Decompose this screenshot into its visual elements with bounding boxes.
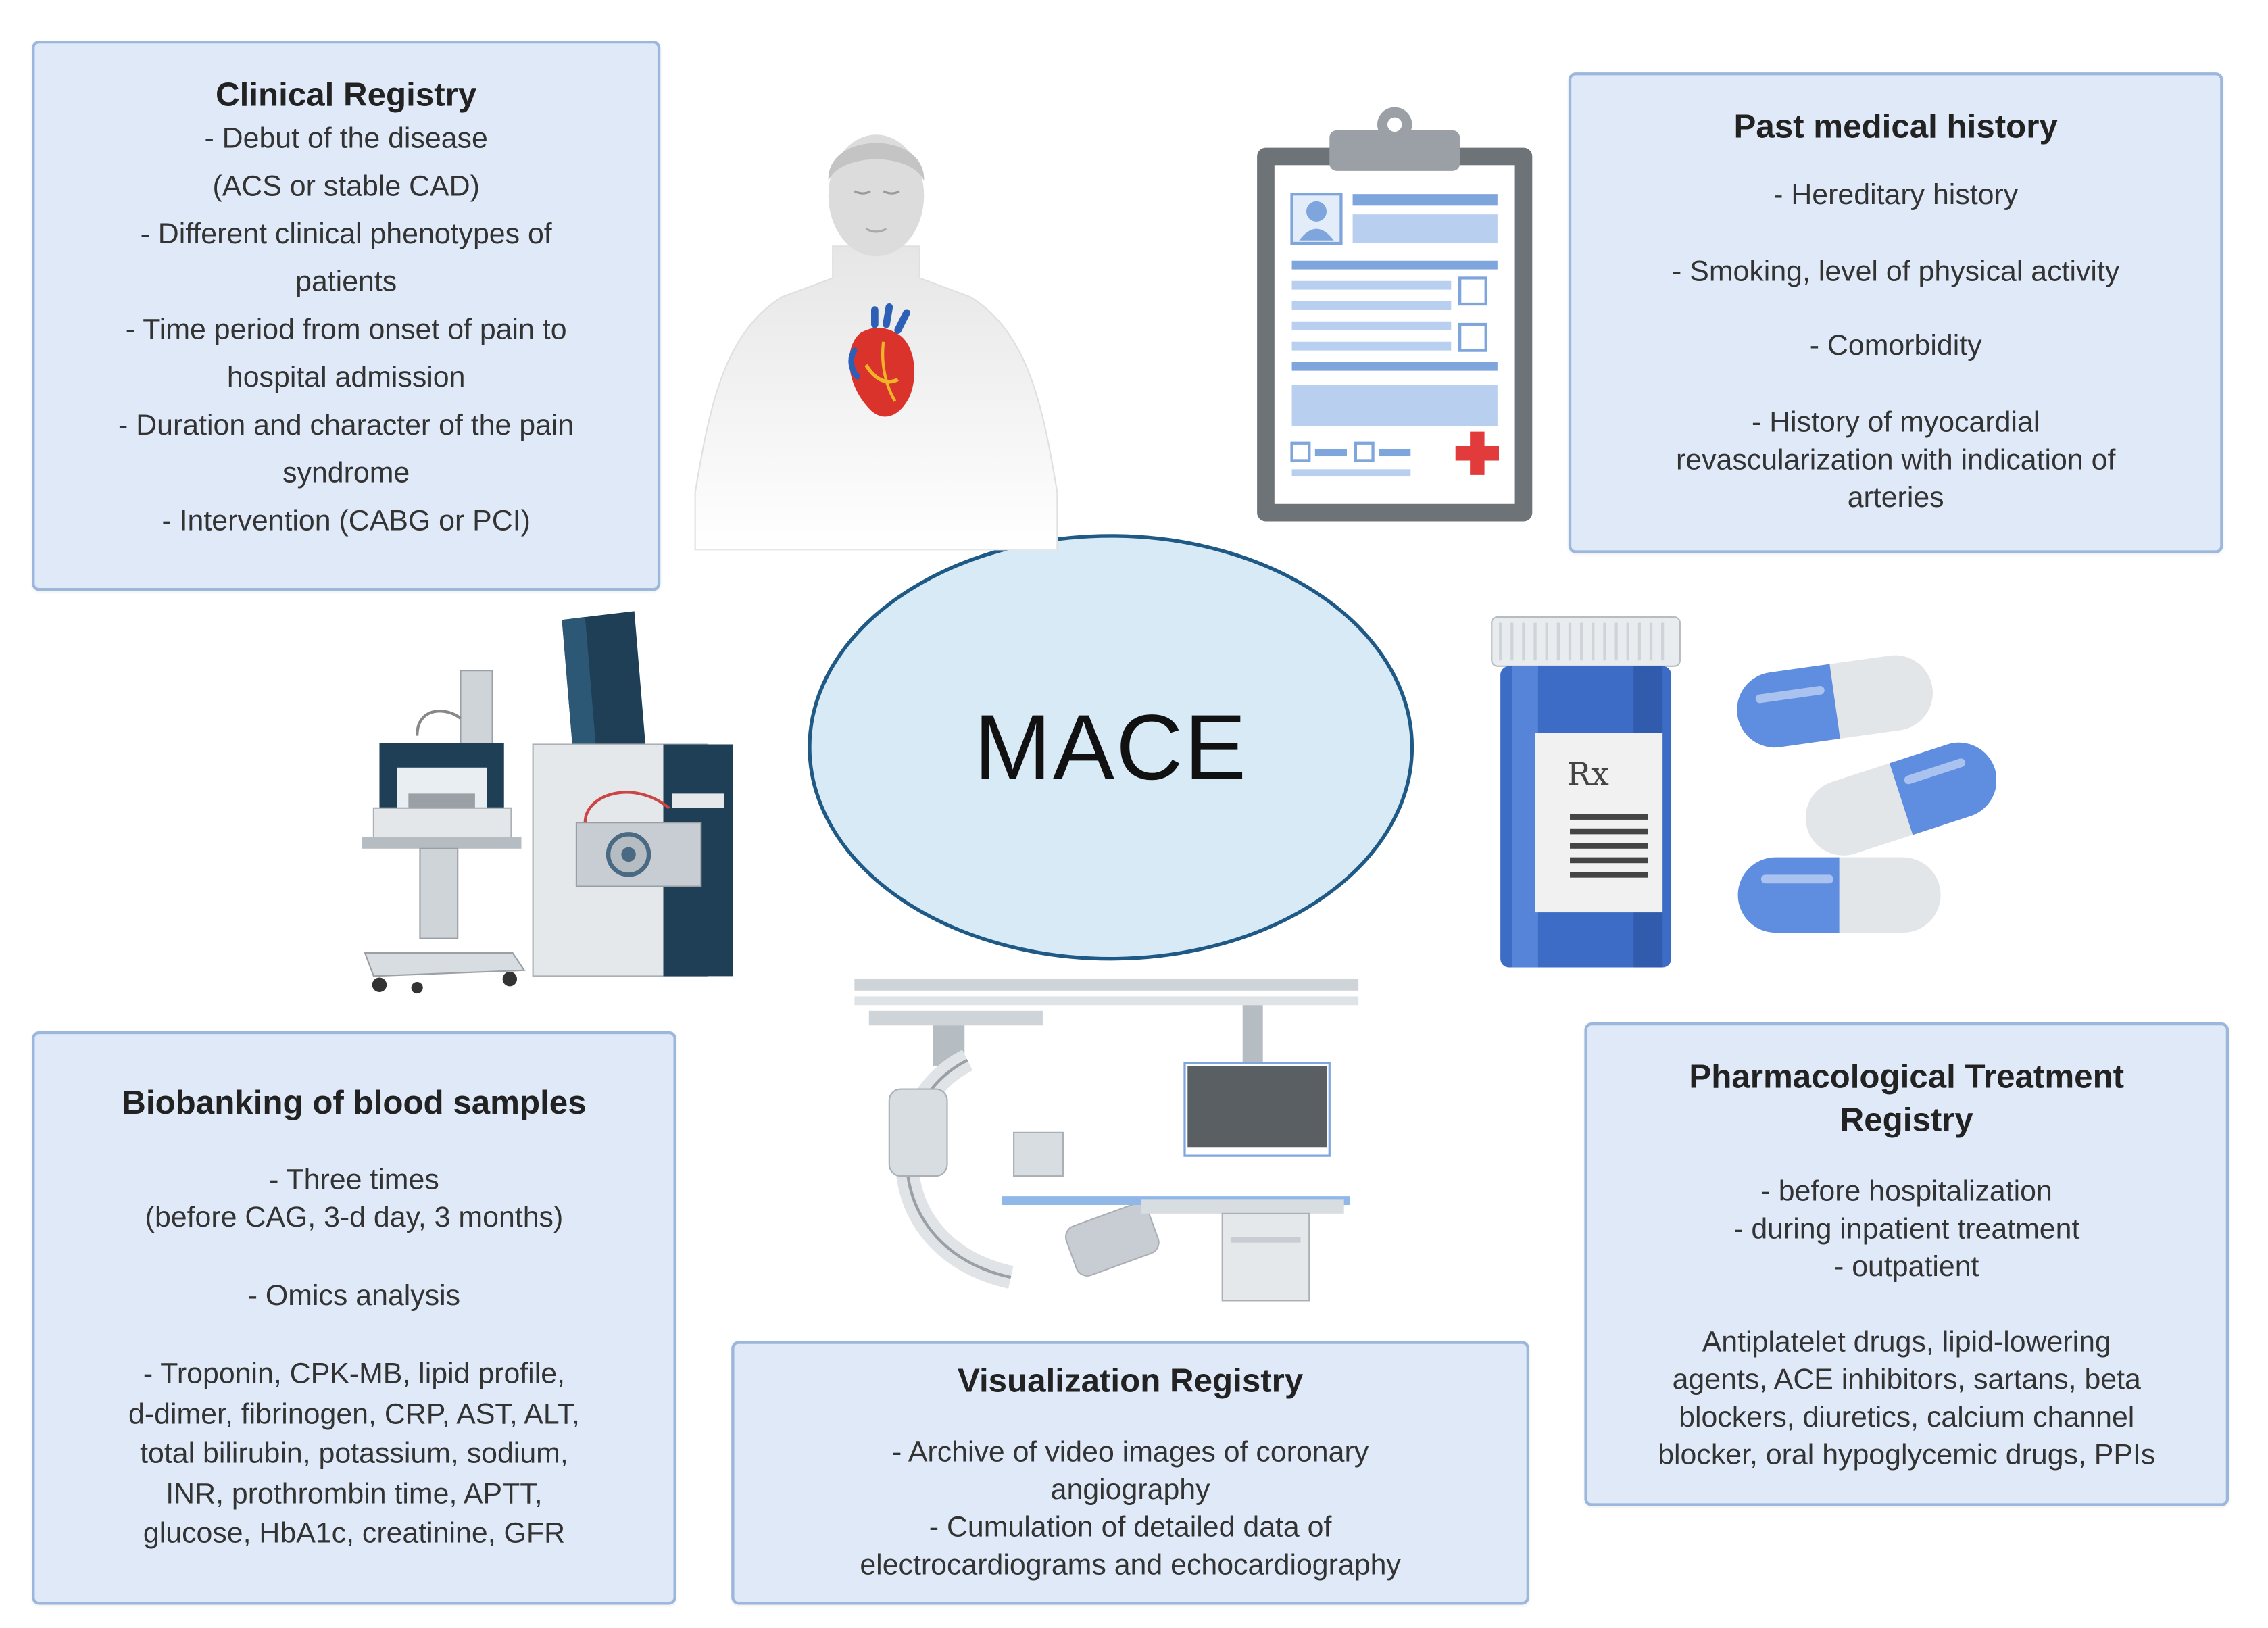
biobank-line: (before CAG, 3-d day, 3 months) [145, 1202, 564, 1234]
clinical-registry-title: Clinical Registry [216, 75, 477, 114]
laboratory-analyzer-icon [362, 611, 733, 994]
biobank-line: d-dimer, fibrinogen, CRP, AST, ALT, [128, 1398, 580, 1431]
clinical-line: syndrome [282, 458, 410, 490]
clinical-line: - Different clinical phenotypes of [140, 218, 552, 251]
clinical-line: - Time period from onset of pain to [125, 314, 567, 347]
pharma-line: - outpatient [1834, 1251, 1979, 1283]
clinical-line: (ACS or stable CAD) [212, 170, 480, 203]
history-line: revascularization with indication of [1675, 444, 2116, 477]
visual-line: - Archive of video images of coronary [892, 1436, 1369, 1469]
biobank-line: - Three times [269, 1164, 439, 1197]
history-line: - Hereditary history [1773, 179, 2019, 212]
biobank-line: total bilirubin, potassium, sodium, [140, 1437, 568, 1471]
mace-ellipse [808, 534, 1414, 961]
prescription-bottle-and-capsules-icon: Rx [1491, 616, 1996, 968]
clinical-line: - Duration and character of the pain [118, 410, 574, 442]
history-line: - Comorbidity [1809, 330, 1982, 362]
pharma-line: Antiplatelet drugs, lipid-lowering [1702, 1326, 2111, 1359]
clinical-registry-box: Clinical Registry - Debut of the disease… [32, 41, 661, 591]
pharmacological-registry-box: Pharmacological Treatment Registry - bef… [1584, 1022, 2229, 1506]
visual-line: angiography [1050, 1474, 1210, 1506]
biobanking-title: Biobanking of blood samples [122, 1083, 587, 1121]
pharmacological-registry-title: Pharmacological Treatment Registry [1587, 1054, 2226, 1141]
pharma-line: - before hospitalization [1760, 1176, 2052, 1208]
biobank-line: glucose, HbA1c, creatinine, GFR [143, 1517, 566, 1550]
history-line: arteries [1847, 482, 1944, 514]
rx-label: Rx [1567, 756, 1609, 793]
clinical-line: hospital admission [226, 362, 466, 394]
biobank-line: - Omics analysis [247, 1280, 461, 1312]
past-medical-history-box: Past medical history - Hereditary histor… [1568, 72, 2223, 553]
pharma-line: blocker, oral hypoglycemic drugs, PPIs [1658, 1439, 2156, 1472]
history-line: - History of myocardial [1752, 407, 2040, 439]
visualization-registry-box: Visualization Registry - Archive of vide… [731, 1341, 1530, 1605]
clinical-line: patients [295, 266, 397, 299]
history-line: - Smoking, level of physical activity [1672, 256, 2120, 289]
past-medical-history-title: Past medical history [1733, 107, 2058, 145]
visualization-registry-title: Visualization Registry [957, 1361, 1304, 1400]
biobank-line: INR, prothrombin time, APTT, [166, 1477, 543, 1510]
clinical-line: - Debut of the disease [204, 123, 488, 155]
visual-line: - Cumulation of detailed data of [929, 1512, 1332, 1544]
visual-line: electrocardiograms and echocardiography [860, 1550, 1401, 1582]
pharma-title-line-2: Registry [1840, 1100, 1973, 1139]
pharma-line: blockers, diuretics, calcium channel [1679, 1402, 2135, 1434]
pharma-line: agents, ACE inhibitors, sartans, beta [1672, 1364, 2141, 1396]
pharma-title-line-1: Pharmacological Treatment [1689, 1057, 2125, 1095]
human-torso-with-heart-icon [694, 134, 1058, 551]
pharma-line: - during inpatient treatment [1733, 1213, 2080, 1245]
clinical-line: - Intervention (CABG or PCI) [162, 505, 531, 538]
biobank-line: - Troponin, CPK-MB, lipid profile, [143, 1358, 566, 1391]
medical-record-clipboard-icon [1257, 107, 1533, 522]
angiography-c-arm-icon [854, 979, 1359, 1302]
biobanking-box: Biobanking of blood samples - Three time… [32, 1031, 676, 1605]
